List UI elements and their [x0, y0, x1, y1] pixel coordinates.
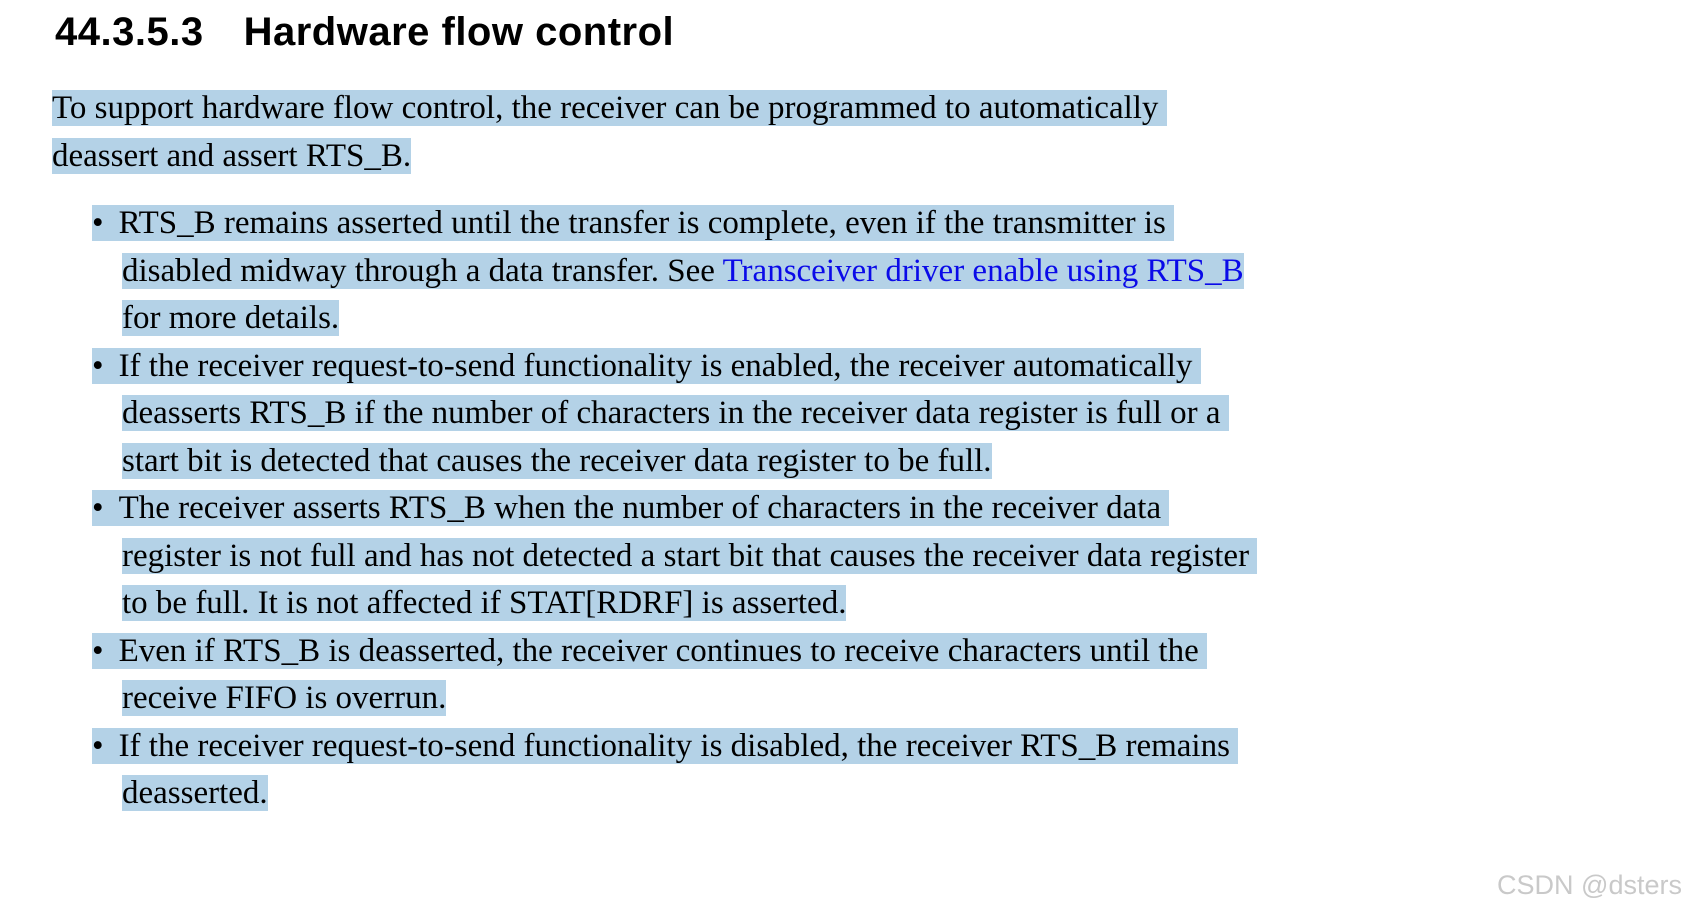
- section-number: 44.3.5.3: [55, 10, 204, 54]
- bullet-item: •RTS_B remains asserted until the transf…: [92, 200, 1694, 343]
- bullet-text: The receiver asserts RTS_B when the numb…: [118, 490, 1258, 621]
- intro-paragraph: To support hardware flow control, the re…: [52, 85, 1694, 180]
- bullet-marker: •: [92, 347, 119, 384]
- bullet-marker: •: [92, 205, 119, 241]
- cross-reference-link[interactable]: Transceiver driver enable using RTS_B: [722, 252, 1244, 289]
- bullet-marker: •: [92, 727, 119, 764]
- bullet-item: •The receiver asserts RTS_B when the num…: [92, 485, 1694, 628]
- bullet-item: •Even if RTS_B is deasserted, the receiv…: [92, 628, 1694, 723]
- bullet-item: •If the receiver request-to-send functio…: [92, 723, 1694, 818]
- bullet-marker: •: [92, 490, 119, 526]
- bullet-text: If the receiver request-to-send function…: [118, 347, 1229, 479]
- section-title: Hardware flow control: [243, 10, 675, 54]
- bullet-marker: •: [92, 632, 119, 669]
- section-heading: 44.3.5.3 Hardware flow control: [55, 10, 1694, 54]
- bullet-text: If the receiver request-to-send function…: [118, 727, 1239, 811]
- bullet-list: •RTS_B remains asserted until the transf…: [0, 200, 1694, 818]
- watermark: CSDN @dsters: [1497, 870, 1682, 900]
- bullet-text: for more details.: [122, 300, 340, 336]
- document-page: 44.3.5.3 Hardware flow control To support…: [0, 10, 1694, 917]
- bullet-item: •If the receiver request-to-send functio…: [92, 343, 1694, 486]
- intro-text: To support hardware flow control, the re…: [52, 90, 1167, 174]
- bullet-text: Even if RTS_B is deasserted, the receive…: [118, 632, 1207, 716]
